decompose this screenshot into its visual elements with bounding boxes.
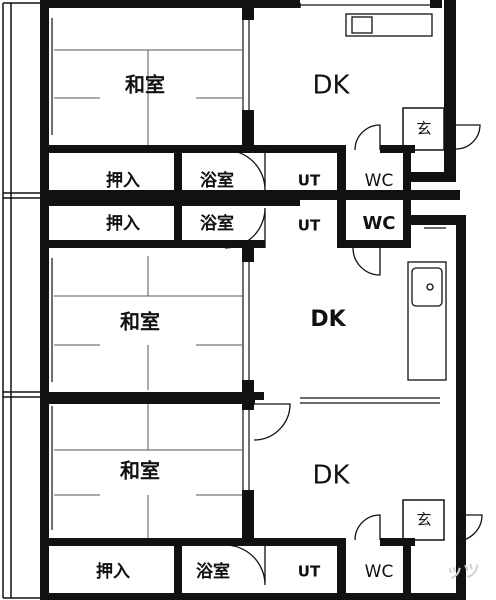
genkan-label: 玄 [416,511,431,529]
partitions [299,3,445,541]
windows [45,4,440,530]
unit-3: 和室 DK 押入 浴室 UT WC 玄 [96,459,432,583]
washitsu-label: 和室 [125,73,165,97]
ut-label: UT [298,172,321,190]
wc-label: WC [362,213,395,234]
washitsu-label: 和室 [120,459,160,483]
washitsu-label: 和室 [120,310,160,334]
watermark: ッツ [446,562,480,582]
tatami-lines [54,49,242,538]
yokushitsu-label: 浴室 [196,561,230,582]
ut-label: UT [298,563,321,581]
balcony [2,2,44,599]
wc-label: WC [365,171,394,191]
unit-2: 和室 DK 押入 浴室 UT WC [106,213,396,334]
oshiire-label: 押入 [106,170,140,191]
dk-label: DK [312,461,350,491]
yokushitsu-label: 浴室 [200,170,234,191]
ut-label: UT [298,217,321,235]
walls [40,0,466,600]
oshiire-label: 押入 [96,561,130,582]
wc-label: WC [365,562,394,582]
doors [224,124,483,586]
kitchen-counter-middle [407,227,447,381]
kitchen-sink-top [345,13,433,37]
genkan-label: 玄 [416,120,431,138]
yokushitsu-label: 浴室 [200,213,234,234]
oshiire-label: 押入 [106,213,140,234]
dk-label: DK [312,71,350,101]
dk-label: DK [310,307,346,332]
unit-1: 和室 DK 押入 浴室 UT WC 玄 [106,71,432,192]
